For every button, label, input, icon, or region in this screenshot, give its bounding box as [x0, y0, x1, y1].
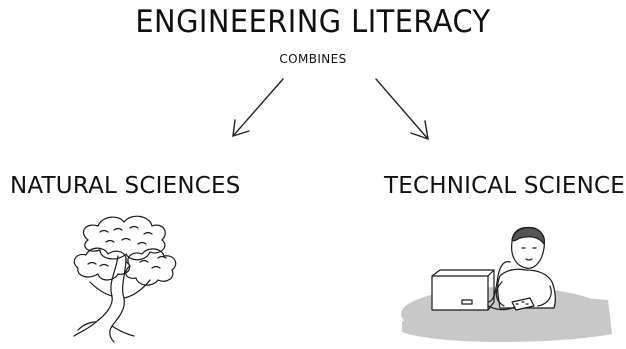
branch-label-natural-sciences: NATURAL SCIENCES: [10, 173, 241, 199]
diagram-title: ENGINEERING LITERACY: [135, 4, 491, 40]
arrow-left: [232, 78, 284, 137]
connector-label: COMBINES: [279, 52, 347, 66]
branch-label-technical-sciences: TECHNICAL SCIENCES: [384, 173, 626, 199]
tree-icon: [73, 215, 177, 343]
workbench-person-icon: [401, 226, 612, 342]
arrow-right: [375, 78, 429, 140]
